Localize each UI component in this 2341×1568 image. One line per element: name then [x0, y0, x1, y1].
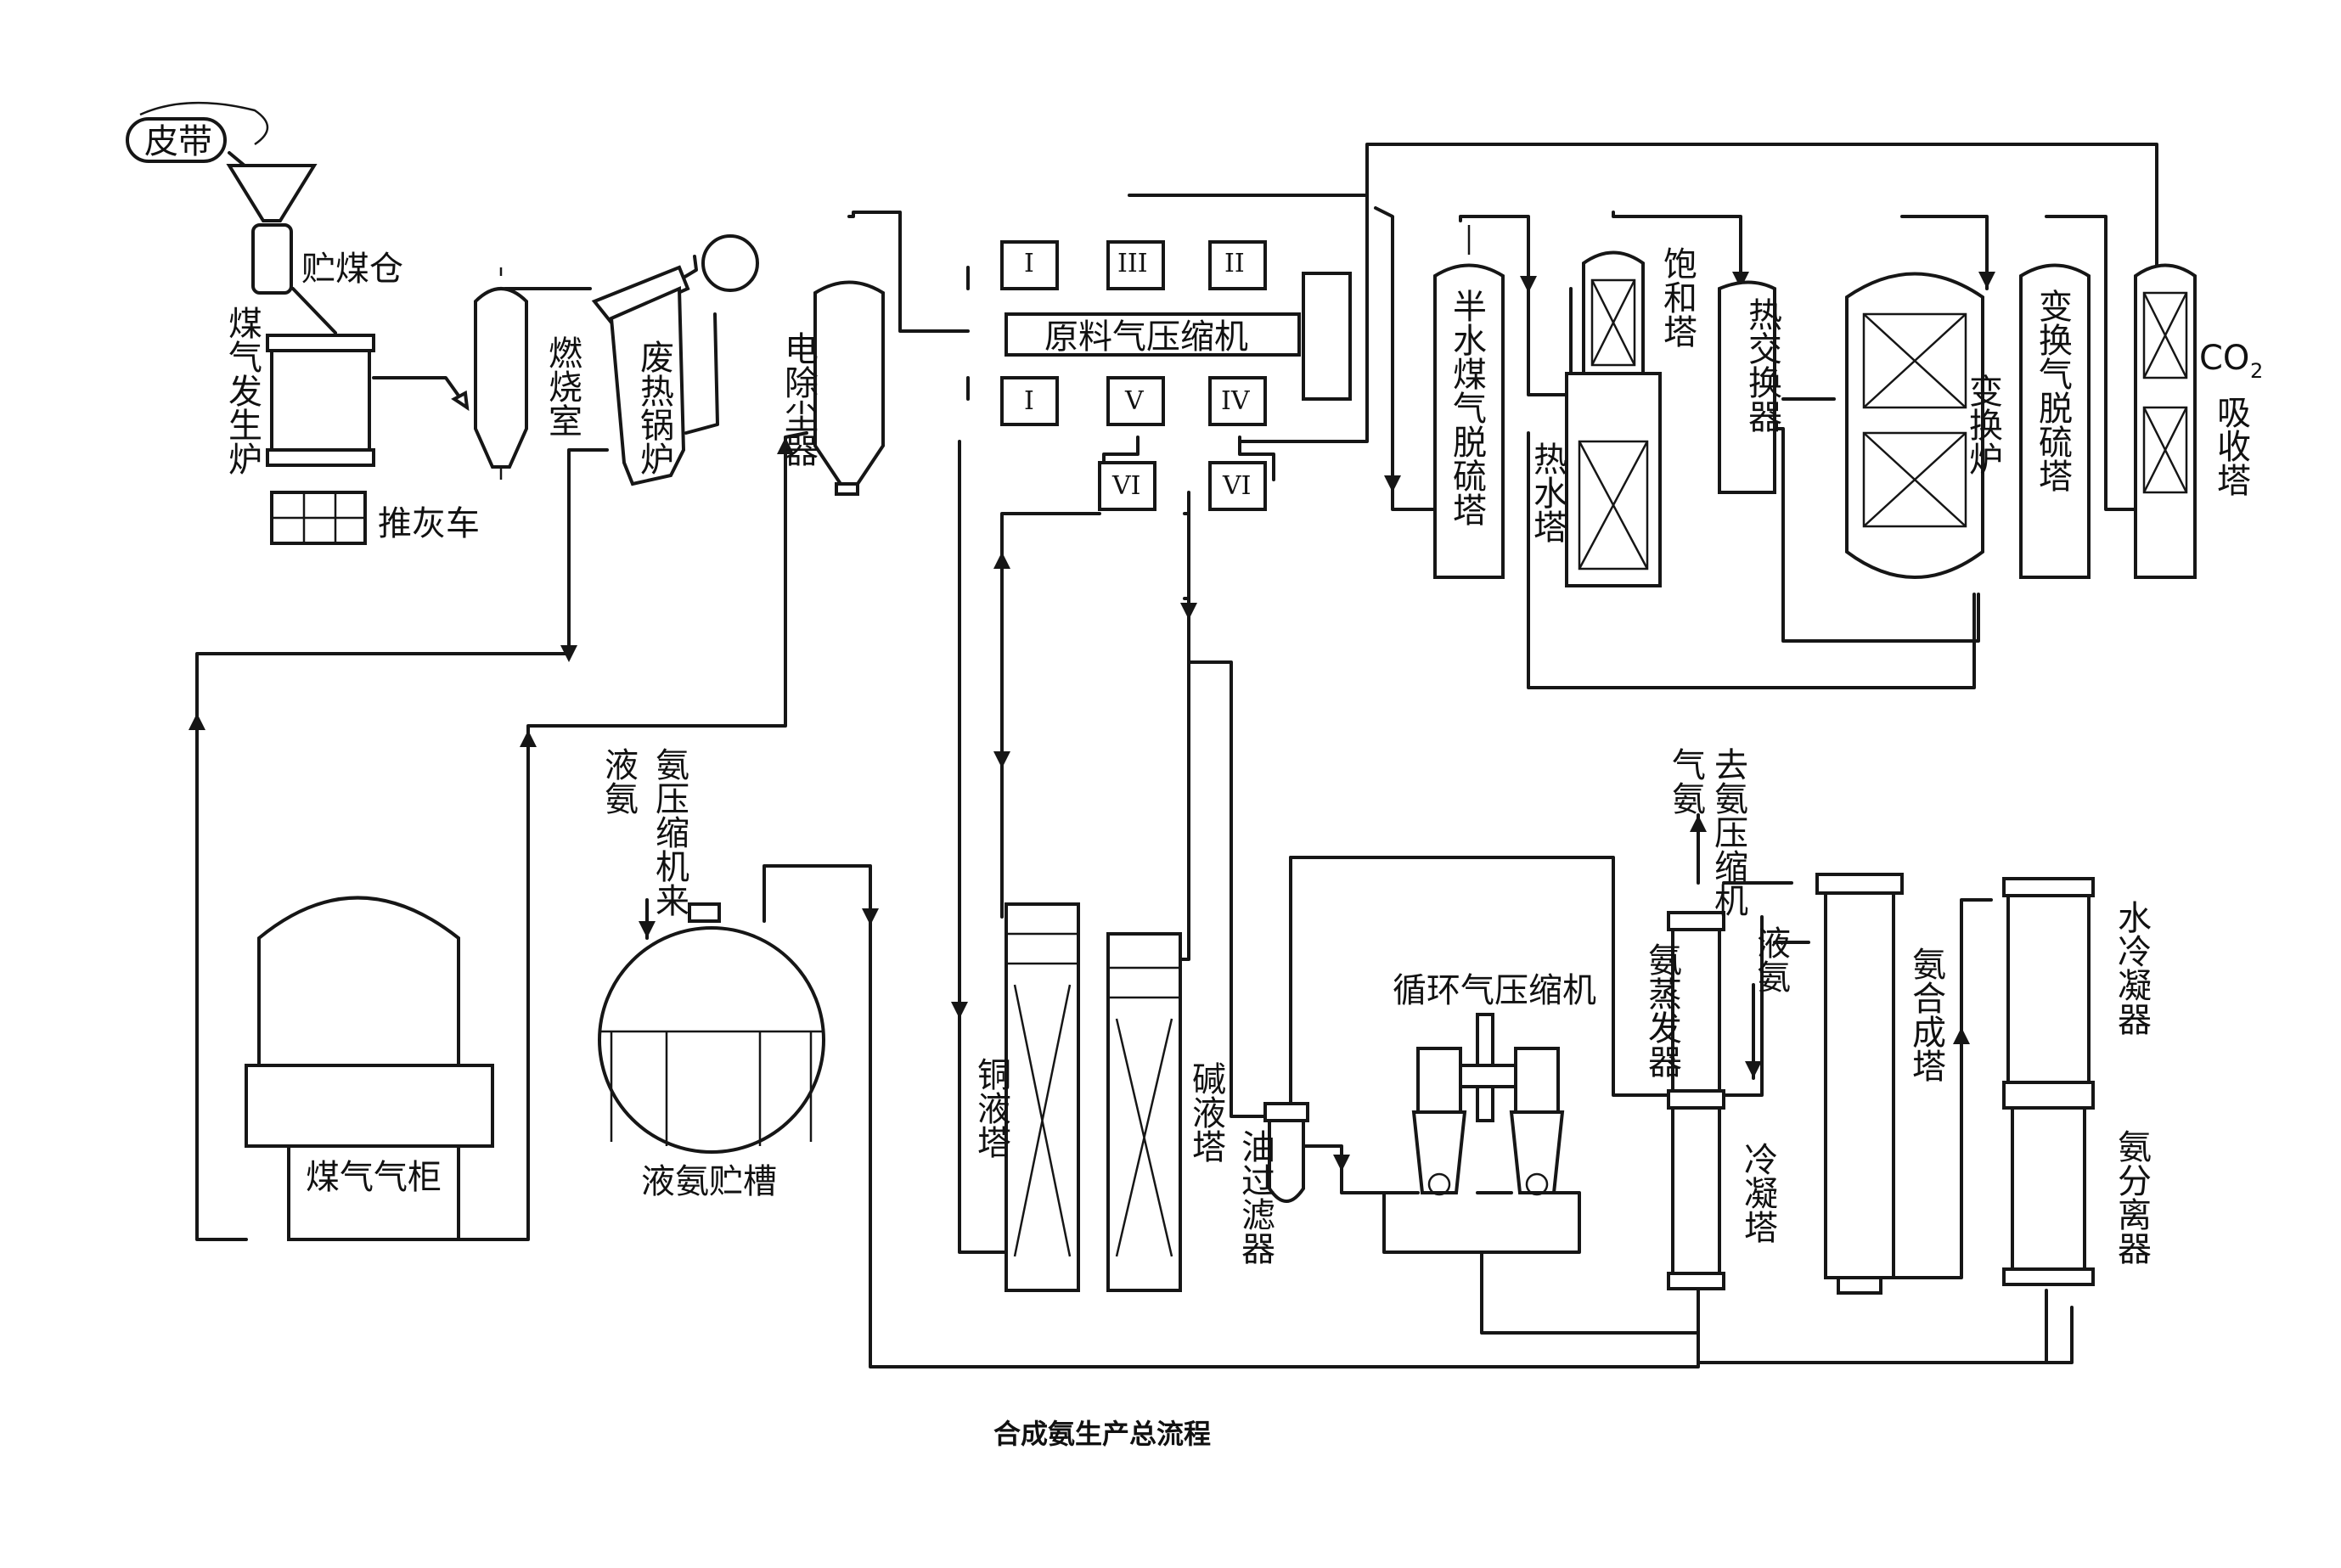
copper-liquor-tower: 铜液塔: [971, 902, 1080, 1292]
shift-gas-desulfurizer: 变换气脱硫塔: [2019, 263, 2091, 579]
ammonia-synthesis-tower: 氨合成塔: [1815, 873, 1945, 1295]
water-condenser-label: 水冷凝器: [2112, 900, 2151, 1036]
liquid-ammonia-tank-label: 液氨贮槽: [641, 1162, 777, 1201]
caustic-tower-label: 碱液塔: [1186, 1061, 1225, 1163]
diagram-title: 合成氨生产总流程: [993, 1418, 1211, 1450]
gas-holder-label: 煤气气柜: [306, 1158, 442, 1197]
circulation-compressor-label: 循环气压缩机: [1393, 971, 1596, 1010]
stage-label: III: [1117, 249, 1148, 278]
ash-cart-label: 推灰车: [378, 504, 480, 543]
heat-exchanger-label: 热交换器: [1742, 297, 1781, 433]
electrostatic-precipitator: 电除尘器: [779, 280, 885, 496]
feed-gas-compressor: 原料气压缩机 I III II I V IV VI VI: [1000, 240, 1352, 511]
ash-cart: 推灰车: [270, 491, 480, 545]
shift-converter: 变换炉: [1845, 272, 2002, 579]
condensing-tower-label: 冷凝塔: [1738, 1142, 1777, 1244]
ammonia-compressor-from-label: 氨压缩机来: [650, 747, 689, 917]
waste-heat-boiler-label: 废热锅炉: [634, 340, 673, 475]
co2-subscript-label: 2: [2250, 359, 2263, 383]
coal-bunker: 贮煤仓: [226, 164, 403, 295]
to-ammonia-compressor-label: 去氨压缩机: [1708, 747, 1747, 917]
co2-formula-label: CO: [2199, 339, 2249, 378]
stage-label: VI: [1111, 471, 1141, 501]
stage-label: V: [1124, 386, 1145, 416]
co2-absorber: CO 2 吸收塔: [2134, 263, 2263, 579]
oil-filter: 油过滤器: [1235, 1102, 1309, 1265]
water-condenser: 水冷凝器: [2002, 877, 2151, 1084]
semi-water-gas-desulfurizer: 半水煤气脱硫塔: [1433, 225, 1505, 579]
heat-exchanger: 热交换器: [1718, 280, 1781, 494]
flow-arrows: [189, 272, 1995, 1172]
belt-label: 皮带: [144, 122, 212, 161]
waste-heat-boiler: 废热锅炉: [591, 234, 759, 486]
stage-label: VI: [1222, 471, 1252, 501]
liquid-ammonia-tank: 液氨 氨压缩机来 液氨贮槽: [598, 747, 825, 1201]
saturator-label: 饱和塔: [1657, 246, 1697, 348]
hot-water-tower-label: 热水塔: [1528, 441, 1567, 543]
ammonia-synthesis-tower-label: 氨合成塔: [1906, 947, 1945, 1082]
stage-label: II: [1224, 249, 1245, 278]
gas-generator-label: 煤气发生炉: [222, 306, 262, 475]
oil-filter-label: 油过滤器: [1235, 1129, 1275, 1265]
gas-ammonia-label: 气氨: [1666, 747, 1705, 815]
ammonia-separator-label: 氨分离器: [2112, 1129, 2151, 1265]
shift-gas-desulfurizer-label: 变换气脱硫塔: [2033, 289, 2072, 492]
feed-compressor-label: 原料气压缩机: [1044, 318, 1248, 357]
condensing-tower: 气氨 去氨压缩机 氨蒸发器 液氨 冷凝塔: [1642, 747, 1790, 1290]
liquid-ammonia-from-label: 液氨: [599, 747, 638, 815]
copper-liquor-tower-label: 铜液塔: [971, 1057, 1010, 1159]
hot-water-tower: 热水塔: [1528, 372, 1662, 587]
shift-converter-label: 变换炉: [1963, 374, 2002, 475]
ammonia-separator: 氨分离器: [2002, 1081, 2151, 1286]
electrostatic-precipitator-label: 电除尘器: [779, 331, 818, 467]
liquid-ammonia-label: 液氨: [1751, 925, 1790, 993]
stage-label: IV: [1221, 386, 1251, 416]
coal-bunker-label: 贮煤仓: [301, 250, 403, 289]
semi-water-gas-desulfurizer-label: 半水煤气脱硫塔: [1447, 289, 1486, 526]
belt-conveyor: 皮带: [126, 101, 269, 163]
gas-generator: 煤气发生炉: [222, 306, 375, 475]
caustic-tower: 碱液塔: [1106, 932, 1225, 1292]
co2-absorber-label: 吸收塔: [2211, 395, 2250, 497]
combustion-chamber: 燃烧室: [474, 267, 582, 480]
combustion-chamber-label: 燃烧室: [543, 335, 582, 437]
saturator-tower: 饱和塔: [1582, 246, 1697, 375]
stage-label: I: [1024, 386, 1034, 416]
gas-holder: 煤气气柜: [245, 896, 494, 1241]
ammonia-evaporator-label: 氨蒸发器: [1642, 942, 1681, 1078]
circulation-compressor: 循环气压缩机: [1393, 971, 1596, 1196]
stage-label: I: [1024, 249, 1034, 278]
